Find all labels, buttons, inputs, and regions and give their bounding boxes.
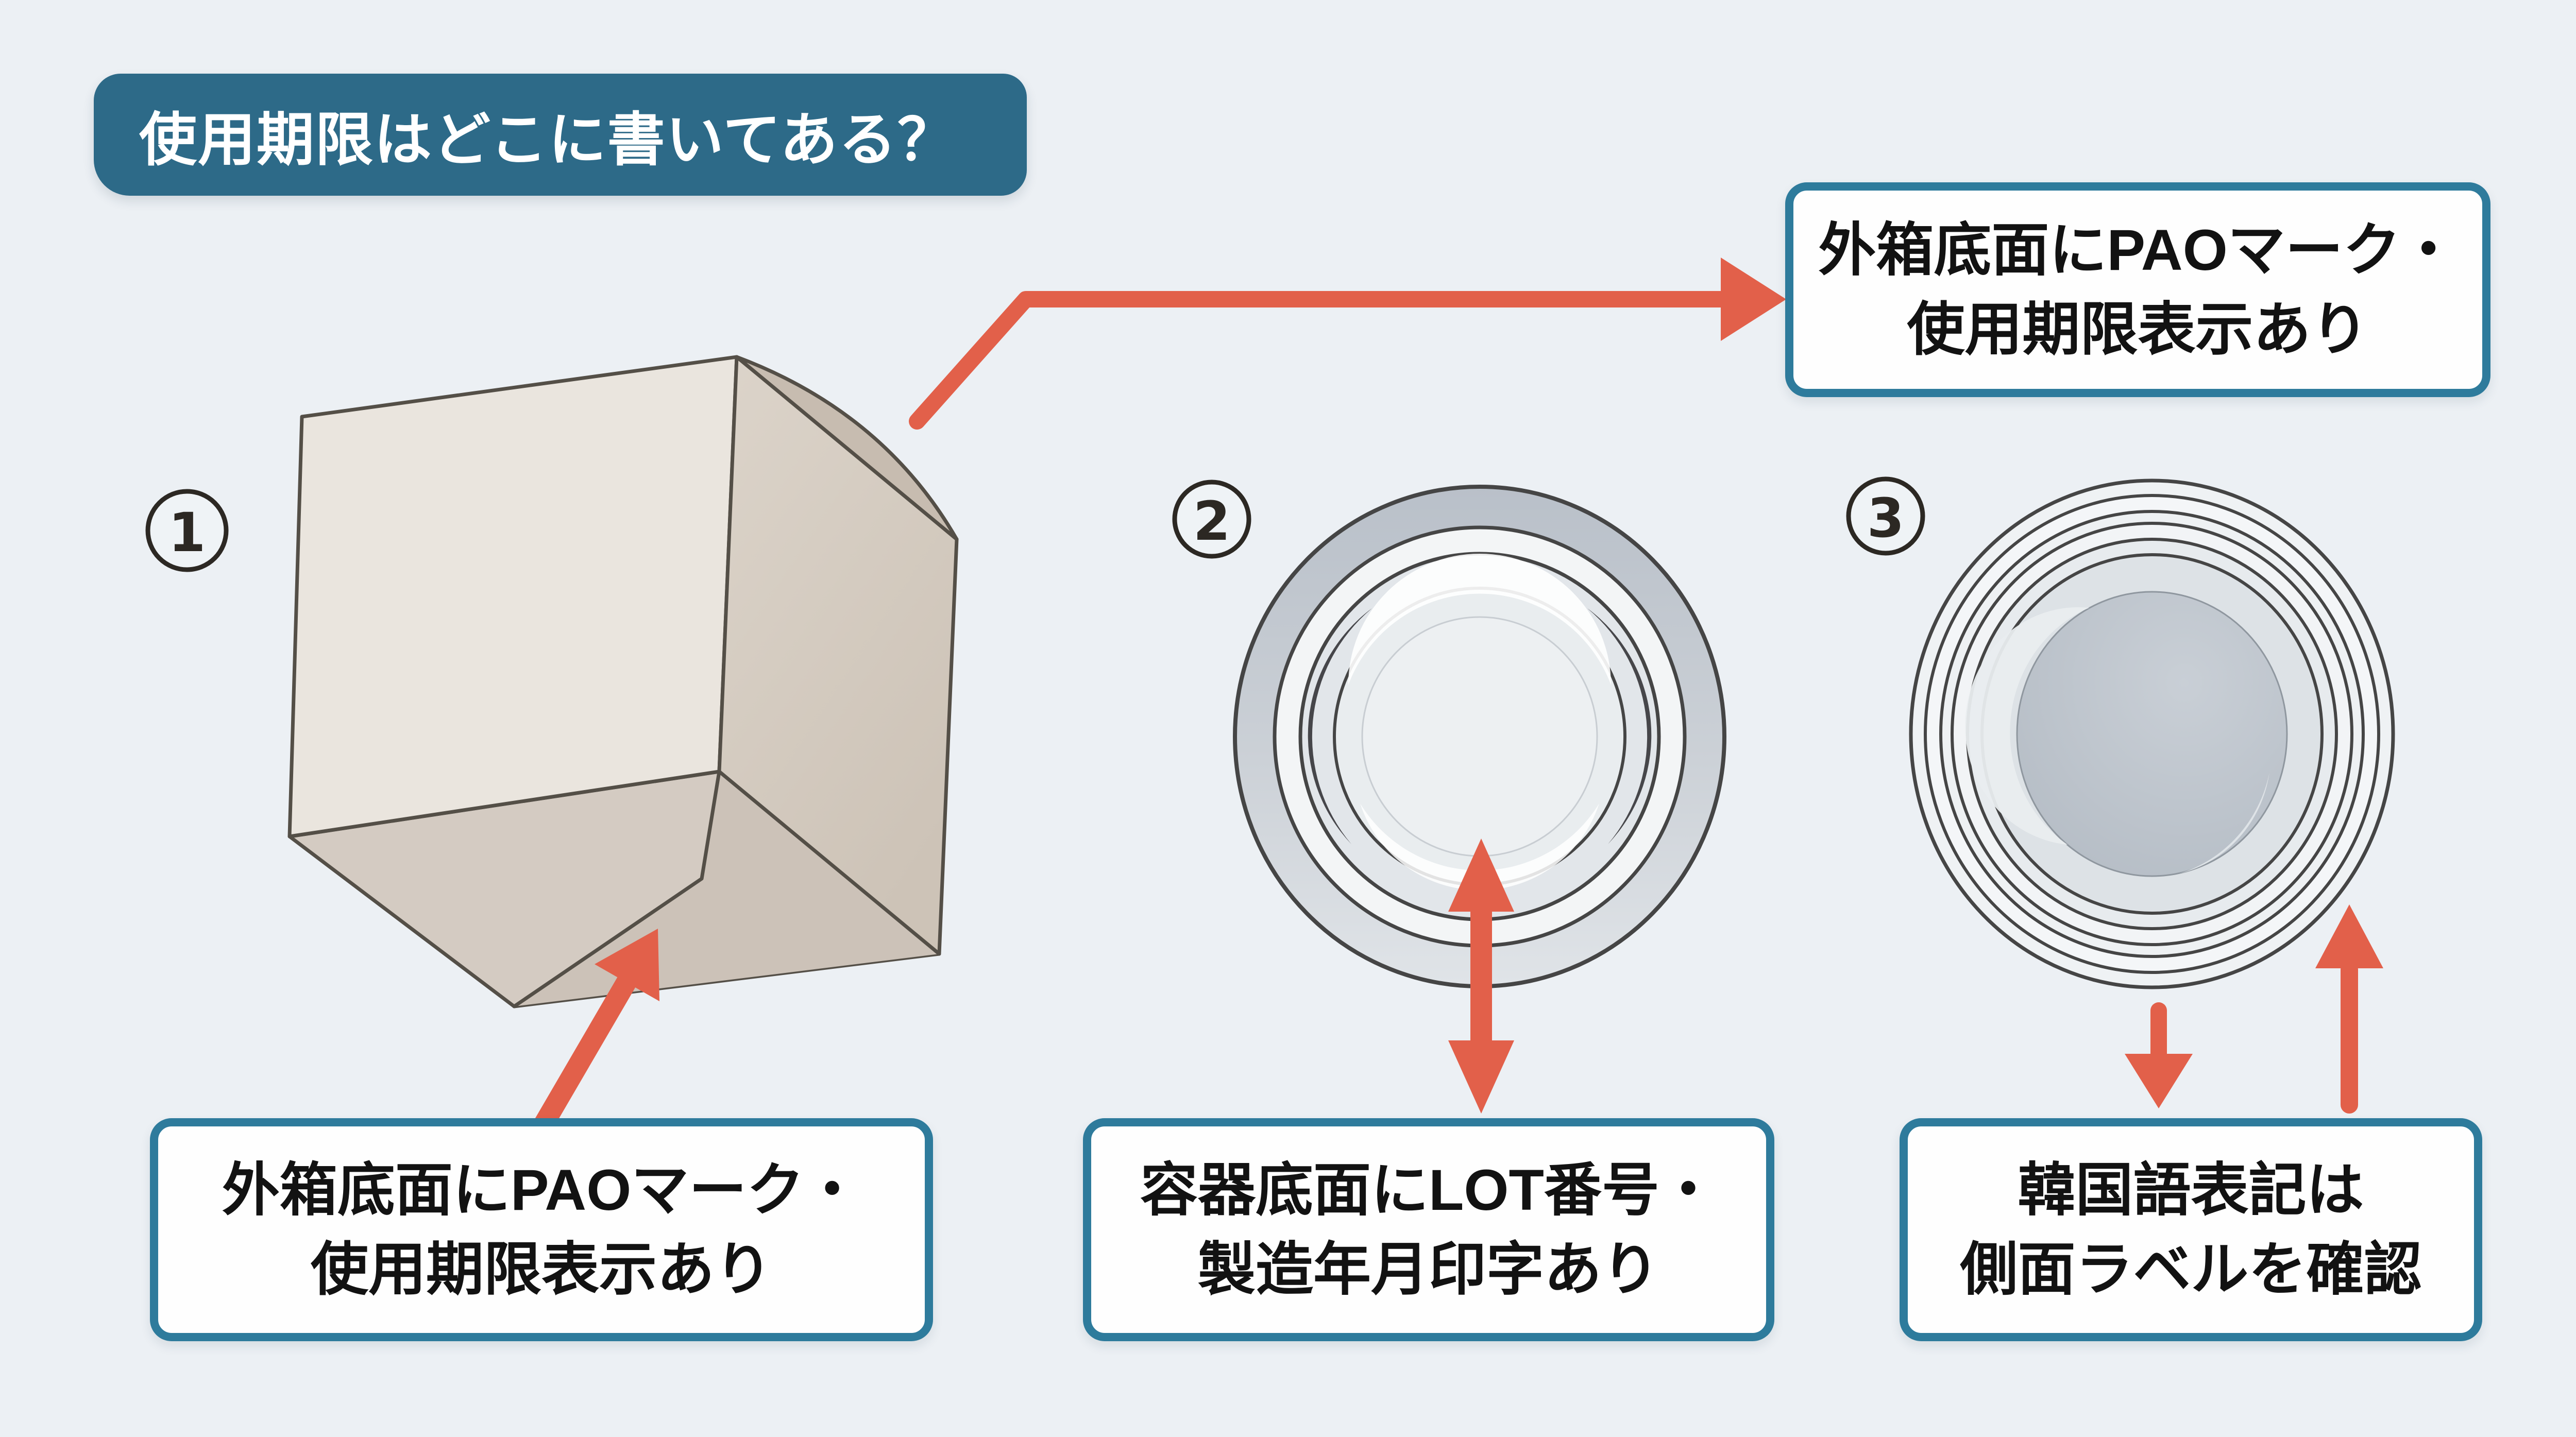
number-badge-2: 2 [1172,480,1251,559]
number-badge-3: 3 [1846,476,1925,556]
elbow-arrow [909,258,1786,430]
label2-line2: 製造年月印字あり [1198,1237,1659,1302]
jar3-up-arrow [2315,904,2383,1114]
page-title: 使用期限はどこに書いてある？ [139,107,956,172]
number-3-text: 3 [1867,487,1904,550]
jar2-reflection-right [1587,608,1652,844]
jar3-highlight-left [1965,607,2089,845]
label-box-outer-box: 外箱底面にPAOマーク・ 使用期限表示あり [150,1118,933,1341]
number-1-text: 1 [168,501,206,564]
box-bottom-flap [514,772,939,1006]
callout-top-line2: 使用期限表示あり [1907,297,2369,362]
box-front-face [287,355,739,839]
label-box-container-bottom: 容器底面にLOT番号・ 製造年月印字あり [1083,1118,1774,1341]
title-banner: 使用期限はどこに書いてある？ [94,74,1027,196]
box-bottom-arrow [531,929,659,1138]
callout-top-line1: 外箱底面にPAOマーク・ [1818,217,2458,282]
jar2-double-arrow [1448,839,1514,1114]
jar2-highlight-top [1348,554,1611,685]
label3-line1: 韓国語表記は [2018,1157,2364,1222]
jar2-reflection-left [1308,608,1372,844]
number-badge-1: 1 [145,489,229,572]
label2-line1: 容器底面にLOT番号・ [1140,1157,1717,1222]
label3-line2: 側面ラベルを確認 [1960,1237,2422,1302]
label1-line1: 外箱底面にPAOマーク・ [222,1157,861,1222]
jar-side-illustration [1909,478,2395,989]
box-fold-line [512,769,721,1008]
box-illustration [287,355,959,1008]
callout-box-top: 外箱底面にPAOマーク・ 使用期限表示あり [1785,182,2490,397]
box-right-face [717,355,959,956]
label-box-side-label: 韓国語表記は 側面ラベルを確認 [1900,1118,2482,1341]
number-2-text: 2 [1193,490,1230,553]
jar-bottom-illustration [1233,485,1726,988]
label1-line2: 使用期限表示あり [311,1237,772,1302]
jar2-highlight-bottom [1360,803,1599,891]
jar3-down-arrow [2125,1002,2193,1108]
